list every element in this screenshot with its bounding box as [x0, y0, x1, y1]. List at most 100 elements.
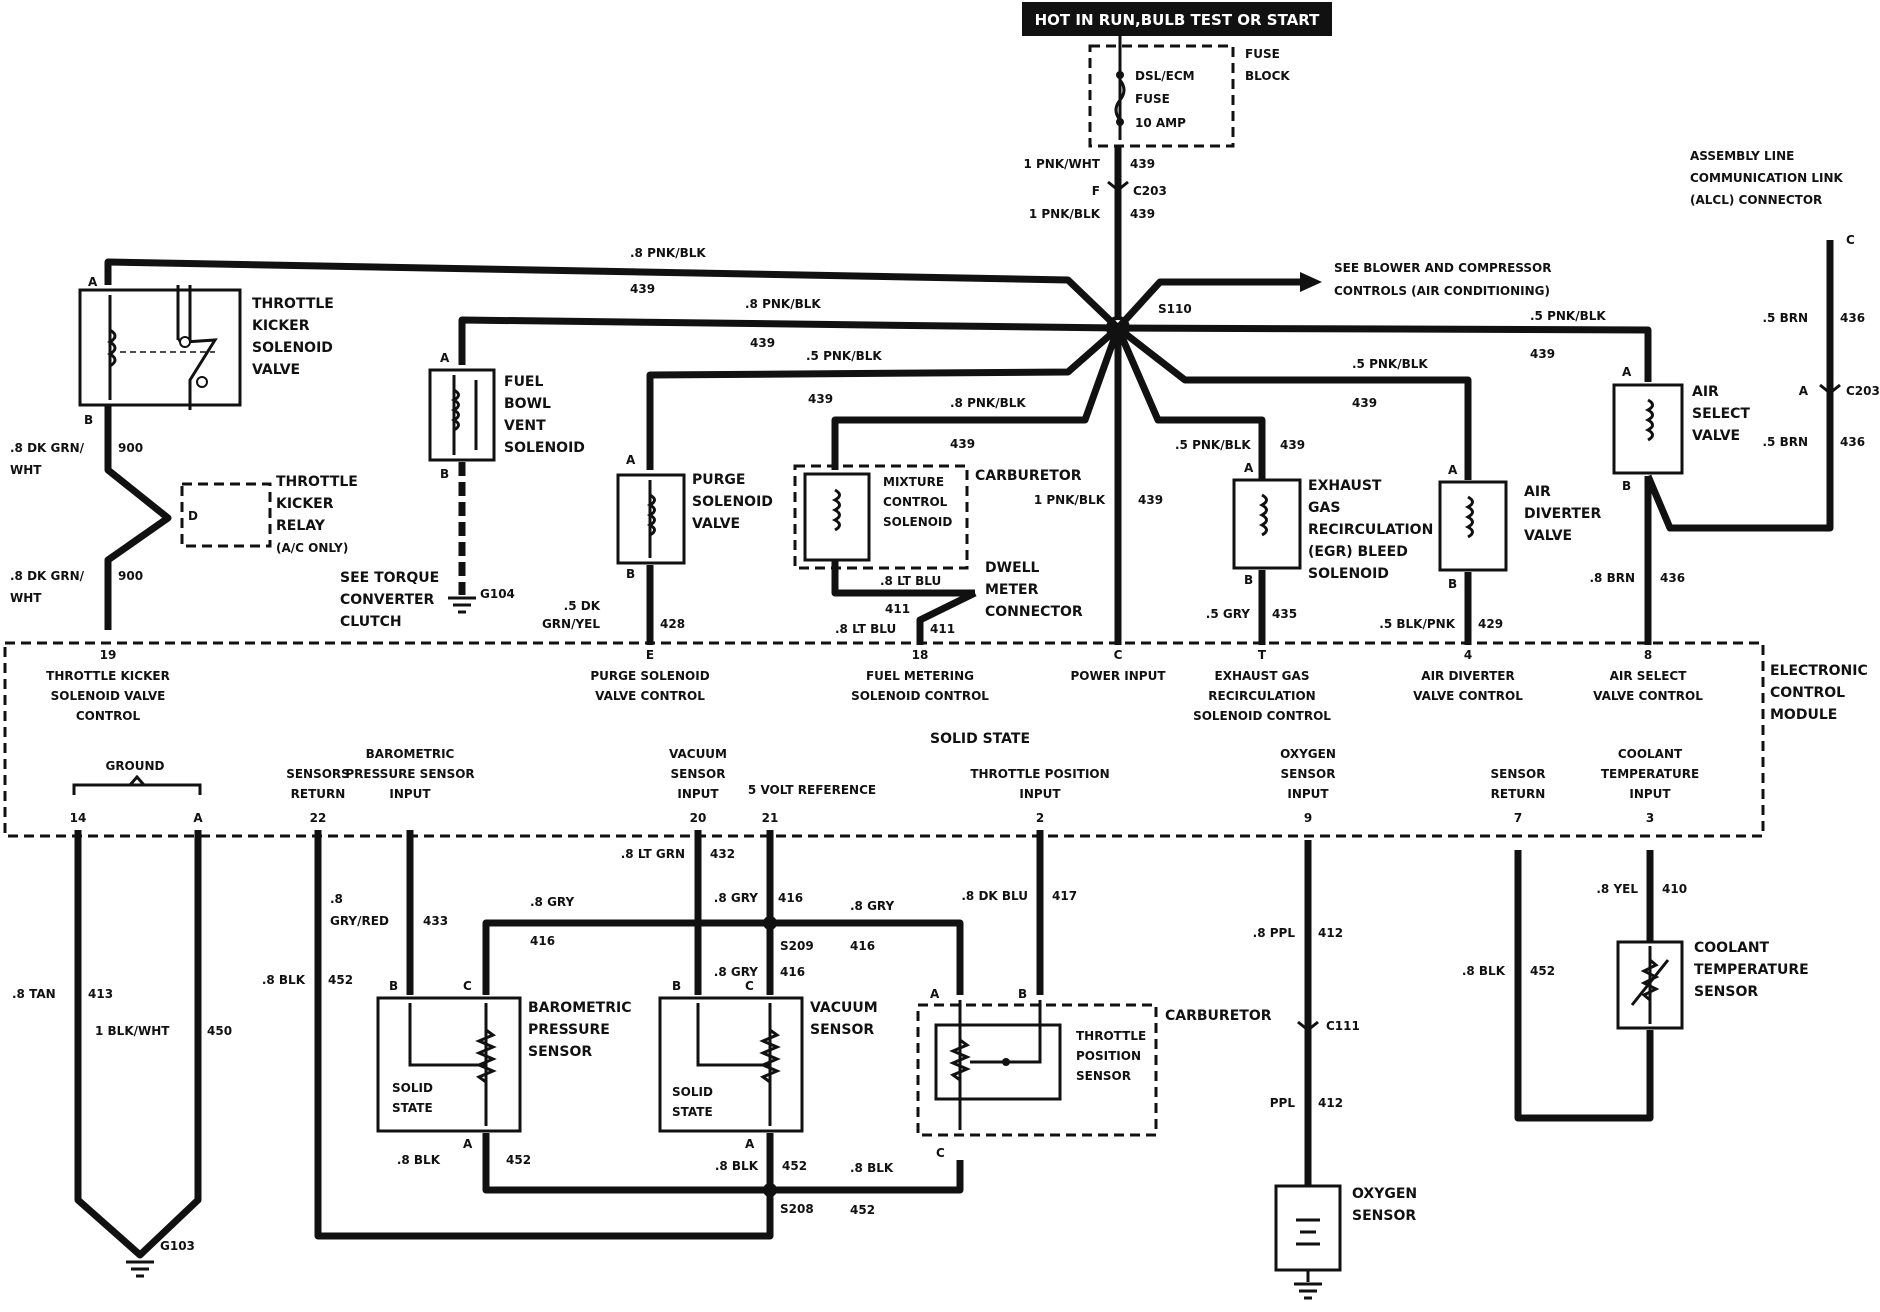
wire-color-label: .8: [330, 892, 343, 906]
baro-label: SENSOR: [528, 1044, 592, 1060]
pin-b-label: B: [626, 567, 635, 581]
wire-color-label: .8 DK BLU: [961, 889, 1028, 903]
egr-label: RECIRCULATION: [1308, 522, 1433, 538]
circuit-number-label: 416: [778, 891, 803, 905]
fuse-block-label: FUSE: [1245, 47, 1280, 61]
ecm-pin-label: 14: [70, 811, 87, 825]
connector-c203-label: C203: [1846, 384, 1880, 398]
blower-branch-wire: [1115, 278, 1300, 331]
air-diverter-label: DIVERTER: [1524, 506, 1601, 522]
ecm-terminal-label: VACUUM: [669, 747, 727, 761]
tps-label: POSITION: [1076, 1049, 1141, 1063]
ecm-pin-label: 2: [1036, 811, 1044, 825]
circuit-number-label: 436: [1660, 571, 1685, 585]
ecm-terminal-label: SOLENOID CONTROL: [1193, 709, 1331, 723]
carburetor-label: CARBURETOR: [975, 468, 1082, 484]
connector-c203-icon: [1107, 180, 1129, 192]
splice-s209-label: S209: [780, 939, 814, 953]
throttle-kicker-label: KICKER: [252, 318, 310, 334]
circuit-number-label: 900: [118, 569, 143, 583]
coolant-label: SENSOR: [1694, 984, 1758, 1000]
wire-color-label: GRN/YEL: [542, 617, 600, 631]
pin-b-label: B: [1622, 479, 1631, 493]
ground-g104-label: G104: [480, 587, 515, 601]
throttle-kicker-solenoid-body: [78, 288, 242, 407]
connector-c203-label: C203: [1133, 184, 1167, 198]
pin-b-label: B: [1018, 987, 1027, 1001]
ecm-terminal-label: PURGE SOLENOID: [590, 669, 709, 683]
wire-color-label: .8 GRY: [850, 899, 895, 913]
dwell-meter-wire: [831, 560, 975, 597]
tps-label: THROTTLE: [1076, 1029, 1146, 1043]
egr-label: GAS: [1308, 500, 1340, 516]
alcl-pin-c: C: [1846, 233, 1855, 247]
air-diverter-feed-wire: [1115, 325, 1472, 480]
oxygen-sensor-body: [1274, 1184, 1342, 1272]
wire-color-label: .5 PNK/BLK: [1530, 309, 1606, 323]
pin-b-label: B: [1244, 573, 1253, 587]
wire-color-label: .8 TAN: [12, 987, 56, 1001]
thermistor-icon: [1640, 958, 1660, 1002]
egr-label: EXHAUST: [1308, 478, 1382, 494]
tps-label: SENSOR: [1076, 1069, 1131, 1083]
carburetor-label: CARBURETOR: [1165, 1008, 1272, 1024]
connector-pin-label: F: [1092, 184, 1100, 198]
splice-s209-icon: [763, 916, 777, 930]
circuit-number-label: 436: [1840, 435, 1865, 449]
circuit-number-label: 417: [1052, 889, 1077, 903]
mixture-control-feed-wire: [831, 326, 1122, 470]
wire-color-label: .8 BLK: [850, 1161, 894, 1175]
pin-a-label: A: [626, 453, 636, 467]
ecm-pin-label: 20: [690, 811, 707, 825]
ground-wires: [74, 830, 202, 1259]
hot-in-run-banner: HOT IN RUN,BULB TEST OR START: [1035, 11, 1321, 29]
circuit-number-label: 900: [118, 441, 143, 455]
ecm-terminal-label: SOLENOID CONTROL: [851, 689, 989, 703]
circuit-number-label: 439: [1130, 207, 1155, 221]
circuit-number-label: 411: [930, 622, 955, 636]
pin-a-label: A: [440, 351, 450, 365]
wire-color-label: WHT: [10, 591, 42, 605]
resistor-icon: [759, 1028, 781, 1084]
ecm-terminal-label: RETURN: [1491, 787, 1546, 801]
pivot-icon: [196, 376, 208, 388]
ecm-terminal-label: POWER INPUT: [1070, 669, 1166, 683]
sensor-signal-line: [408, 1003, 486, 1067]
ecm-terminal-label: 5 VOLT REFERENCE: [748, 783, 876, 797]
wire-color-label: .8 PNK/BLK: [745, 297, 821, 311]
purge-feed-wire: [646, 325, 1121, 470]
circuit-number-label: 439: [1530, 347, 1555, 361]
circuit-number-label: 416: [850, 939, 875, 953]
wire-color-label: .5 DK: [564, 599, 601, 613]
air-diverter-label: AIR: [1524, 484, 1551, 500]
sensor-return-wire: [314, 830, 774, 1240]
wire-color-label: .5 BRN: [1762, 435, 1808, 449]
ecm-pin-label: 8: [1644, 648, 1652, 662]
ecm-terminal-label: THROTTLE POSITION: [970, 767, 1109, 781]
solid-state-label: STATE: [672, 1105, 713, 1119]
ecm-terminal-label: PRESSURE SENSOR: [345, 767, 474, 781]
ecm-pin-label: 21: [762, 811, 779, 825]
torque-converter-label: CONVERTER: [340, 592, 435, 608]
vacuum-label: VACUUM: [810, 1000, 878, 1016]
circuit-number-label: 439: [1130, 157, 1155, 171]
pin-b-label: B: [1448, 577, 1457, 591]
ecm-terminal-label: INPUT: [1019, 787, 1061, 801]
pin-c-label: C: [936, 1146, 945, 1160]
blower-ref-label: SEE BLOWER AND COMPRESSOR: [1334, 261, 1551, 275]
connector-c203-icon: [1819, 383, 1841, 395]
wire-color-label: .8 LT GRN: [621, 847, 685, 861]
baro-label: BAROMETRIC: [528, 1000, 632, 1016]
circuit-number-label: 452: [1530, 964, 1555, 978]
ecm-title: ELECTRONIC: [1770, 663, 1868, 679]
ecm-terminal-label: CONTROL: [76, 709, 141, 723]
pin-d-label: D: [188, 509, 198, 523]
circuit-number-label: 416: [780, 965, 805, 979]
pin-a-label: A: [745, 1137, 755, 1151]
wire-color-label: GRY/RED: [330, 914, 389, 928]
circuit-number-label: 439: [630, 282, 655, 296]
pin-b-label: B: [389, 979, 398, 993]
wire-color-label: 1 BLK/WHT: [95, 1024, 170, 1038]
alcl-label: ASSEMBLY LINE: [1690, 149, 1794, 163]
